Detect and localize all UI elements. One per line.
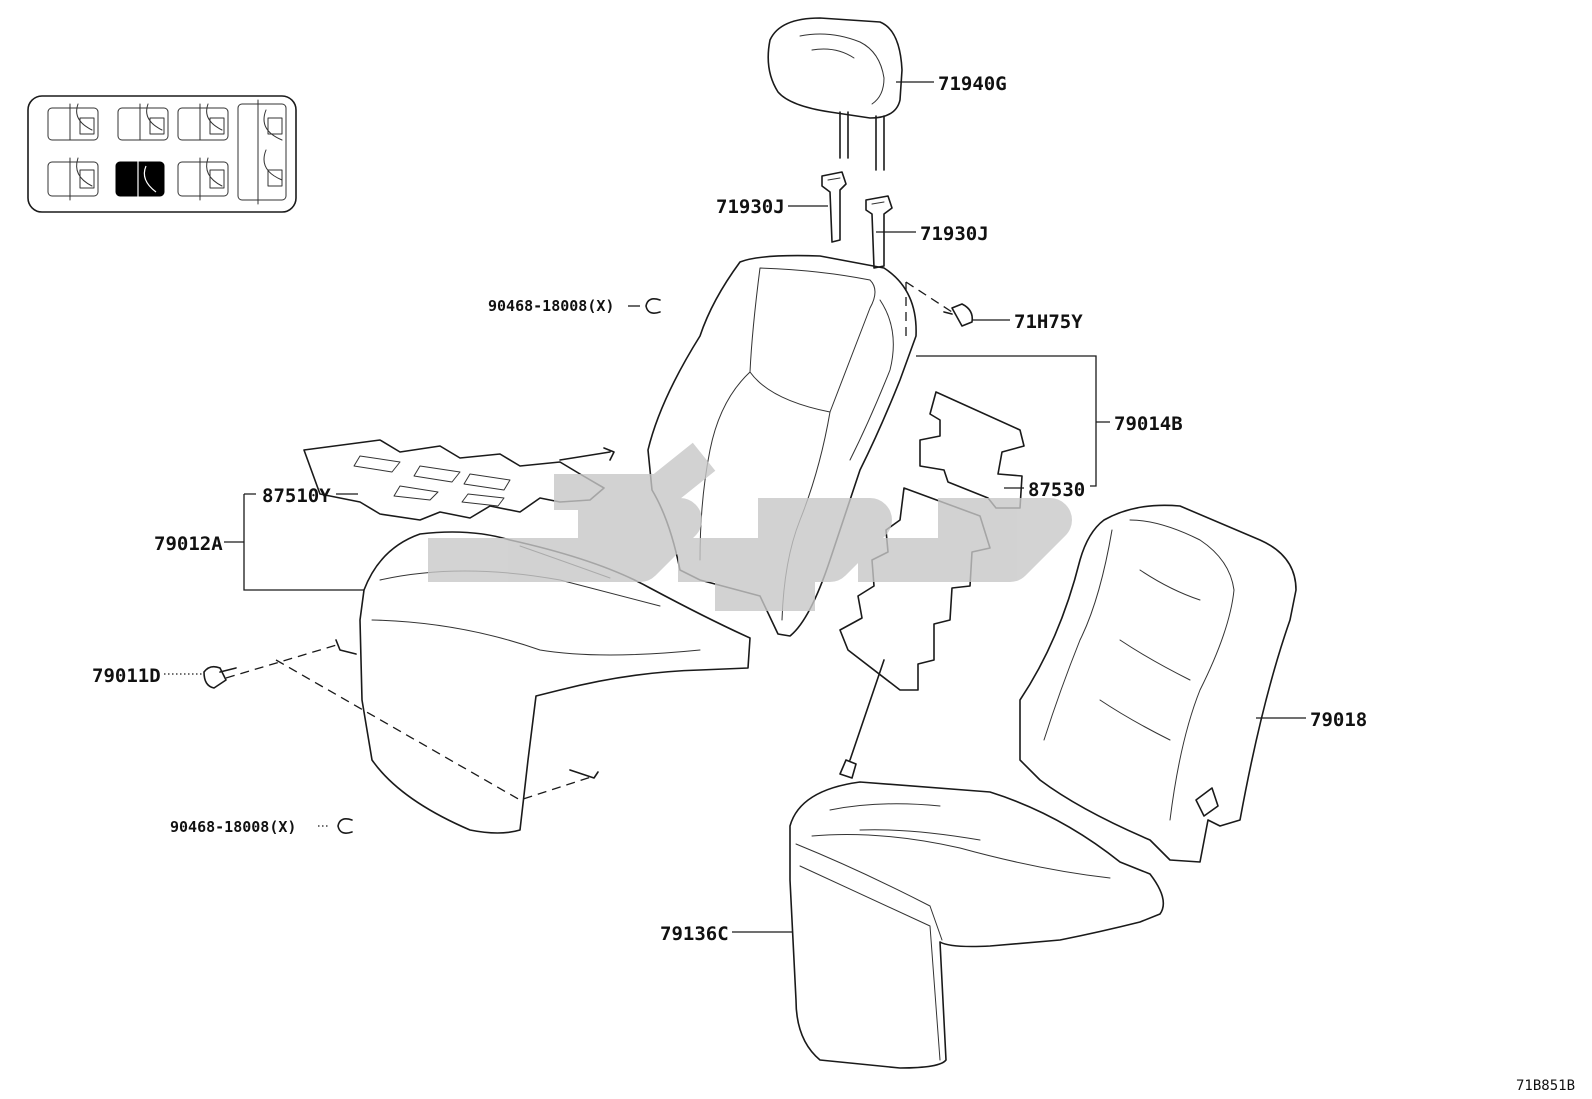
locator-seat bbox=[47, 157, 99, 201]
label-clip-lower: 79011D bbox=[92, 665, 161, 687]
leader-back-pad-group bbox=[916, 355, 1110, 487]
label-cushion-group: 79012A bbox=[154, 533, 223, 555]
clip-upper-dashed-guide bbox=[905, 281, 953, 336]
diagram-code: 71B851B bbox=[1516, 1078, 1575, 1094]
back-cover bbox=[1019, 504, 1297, 863]
seat-locator-inset bbox=[27, 95, 297, 213]
clip-upper bbox=[943, 303, 974, 327]
headrest bbox=[767, 17, 903, 171]
locator-seat bbox=[47, 103, 99, 141]
label-headrest-support-right: 71930J bbox=[920, 223, 989, 245]
locator-seat-selected bbox=[115, 158, 165, 200]
label-cushion-cover: 79136C bbox=[660, 923, 729, 945]
watermark-logo bbox=[428, 442, 1072, 611]
locator-seat bbox=[117, 103, 169, 141]
hog-ring-symbol-lower bbox=[337, 818, 353, 834]
back-spring bbox=[839, 391, 1025, 779]
label-headrest-support-left: 71930J bbox=[716, 196, 785, 218]
label-back-cover: 79018 bbox=[1310, 709, 1367, 731]
label-cushion-spring: 87510Y bbox=[262, 485, 331, 507]
label-headrest: 71940G bbox=[938, 73, 1007, 95]
label-back-pad-group: 79014B bbox=[1114, 413, 1183, 435]
clip-lower-dashed-guide bbox=[225, 643, 595, 801]
headrest-support-left bbox=[821, 171, 847, 243]
leader-cushion-group bbox=[224, 493, 364, 591]
label-back-spring: 87530 bbox=[1028, 479, 1085, 501]
locator-seat bbox=[177, 103, 229, 141]
label-hog-ring-lower: 90468-18008(X) bbox=[170, 818, 296, 836]
hog-ring-symbol-upper bbox=[645, 298, 661, 314]
headrest-support-right bbox=[865, 195, 893, 269]
label-clip-upper: 71H75Y bbox=[1014, 311, 1083, 333]
cushion-cover bbox=[789, 781, 1165, 1069]
label-hog-ring-upper: 90468-18008(X) bbox=[488, 297, 614, 315]
clip-lower bbox=[203, 665, 237, 689]
locator-seat bbox=[177, 157, 229, 201]
locator-seat bbox=[237, 99, 287, 205]
